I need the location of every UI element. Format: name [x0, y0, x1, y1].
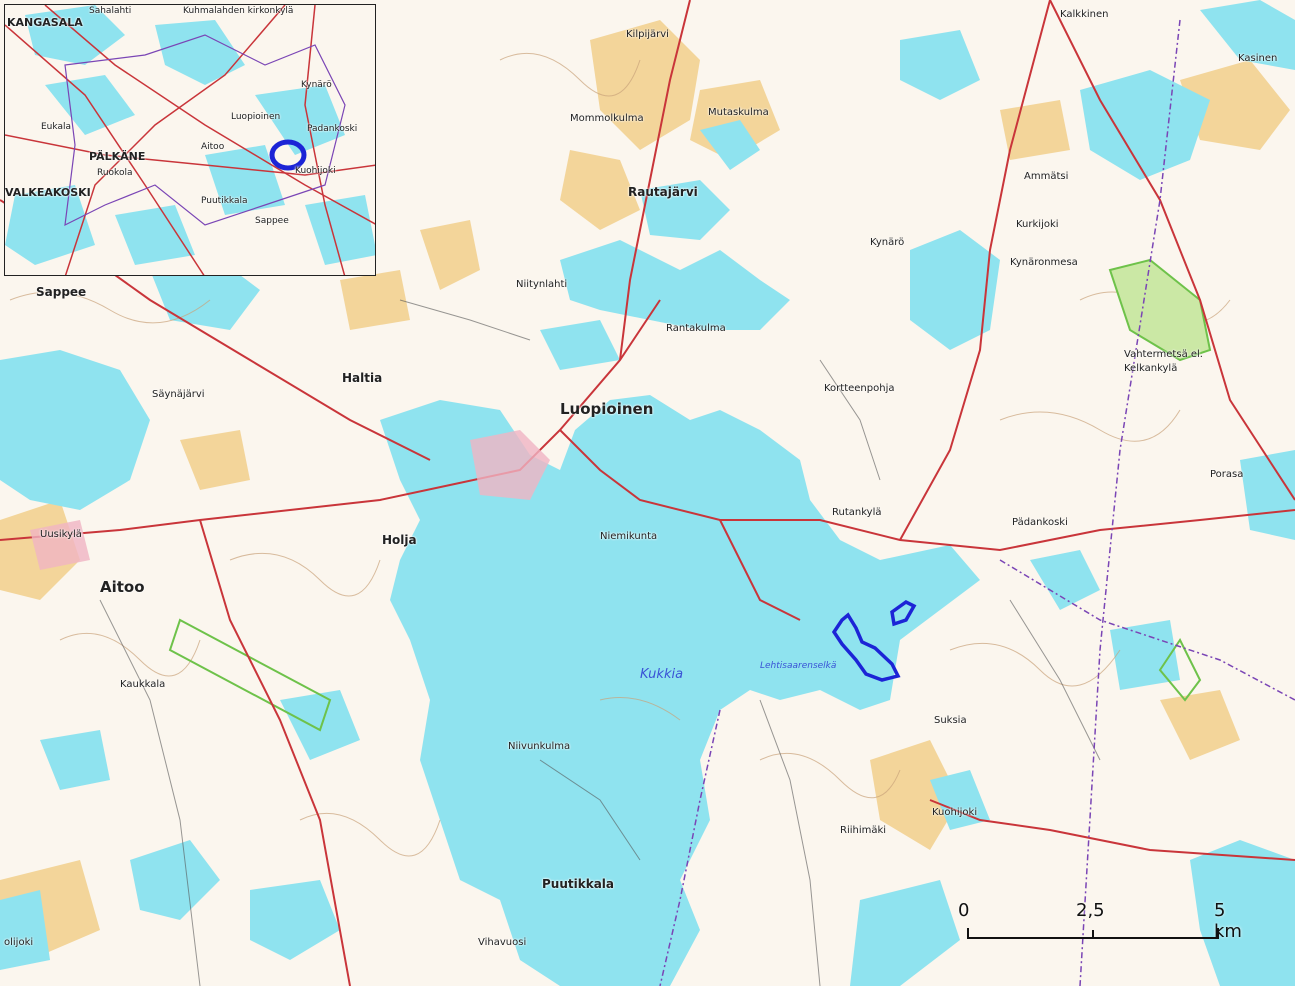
- label-padankoski: Pädankoski: [1012, 517, 1068, 528]
- inset-label-puutikkala: Puutikkala: [201, 196, 248, 206]
- inset-label-luopioinen: Luopioinen: [231, 112, 281, 122]
- label-kuohijoki: Kuohijoki: [932, 807, 978, 818]
- contour-lines: [9, 52, 1231, 857]
- label-niitynlahti: Niitynlahti: [516, 279, 568, 290]
- inset-label-kuohijoki: Kuohijoki: [295, 166, 336, 176]
- label-ammatsi: Ammätsi: [1024, 171, 1069, 182]
- label-aitoo: Aitoo: [100, 578, 145, 596]
- label-kalkkinen: Kalkkinen: [1060, 9, 1109, 20]
- inset-label-aitoo: Aitoo: [201, 142, 225, 152]
- label-suksia: Suksia: [934, 715, 967, 726]
- label-kukkia: Kukkia: [640, 667, 684, 682]
- scale-line: [967, 928, 1219, 939]
- municipal-boundaries: [659, 19, 1295, 986]
- inset-label-kynaro: Kynärö: [301, 80, 332, 90]
- scale-tick-0: 0: [958, 900, 970, 921]
- label-luopioinen: Luopioinen: [560, 400, 654, 418]
- inset-label-kangasala: KANGASALA: [7, 16, 83, 29]
- label-olijoki: olijoki: [4, 937, 34, 948]
- label-uusikyla: Uusikylä: [40, 529, 82, 540]
- label-niemikunta: Niemikunta: [600, 531, 658, 542]
- protected-areas: [168, 258, 1212, 732]
- label-kaukkala: Kaukkala: [120, 679, 166, 690]
- label-rautajarvi: Rautajärvi: [628, 185, 698, 199]
- label-vahtermetsa: Vahtermetsä el.: [1124, 349, 1203, 360]
- label-kasinen: Kasinen: [1238, 53, 1278, 64]
- label-kynaronmesa: Kynäronmesa: [1010, 257, 1078, 268]
- field-areas: [0, 20, 1290, 960]
- town-area-luopioinen: [470, 430, 550, 500]
- inset-label-sappee: Sappee: [255, 216, 289, 226]
- label-mommolkulma: Mommolkulma: [570, 113, 644, 124]
- label-porasa: Porasa: [1210, 469, 1244, 480]
- inset-label-kuhmalahti: Kuhmalahden kirkonkylä: [183, 6, 294, 16]
- inset-label-palkane: PÄLKÄNE: [89, 150, 146, 163]
- label-lehtisaarenselka: Lehtisaarenselkä: [760, 661, 837, 671]
- label-mutaskulma: Mutaskulma: [708, 107, 769, 118]
- inset-label-ruokola: Ruokola: [97, 168, 133, 178]
- label-holja: Holja: [382, 533, 417, 547]
- inset-map-layer: [5, 5, 375, 275]
- scale-tick-end: 5 km: [1214, 900, 1242, 942]
- inset-label-eukala: Eukala: [41, 122, 71, 132]
- scale-bar: 0 2,5 5 km: [958, 900, 1242, 950]
- label-kilpijarvi: Kilpijärvi: [626, 29, 669, 40]
- label-vihavuosi: Vihavuosi: [478, 937, 527, 948]
- label-niivunkulma: Niivunkulma: [508, 741, 571, 752]
- town-area-aitoo: [30, 520, 90, 570]
- study-area[interactable]: [831, 599, 917, 682]
- label-haltia: Haltia: [342, 371, 383, 385]
- inset-location-marker: [269, 139, 307, 171]
- label-sappee: Sappee: [36, 285, 87, 299]
- inset-label-padankoski: Padankoski: [307, 124, 358, 134]
- inset-label-sahalahti: Sahalahti: [89, 6, 132, 16]
- label-kurkijoki: Kurkijoki: [1016, 219, 1059, 230]
- minor-roads: [99, 299, 1101, 986]
- overview-inset-map: KANGASALA PÄLKÄNE Aitoo Luopioinen Padan…: [4, 4, 376, 276]
- label-rantakulma: Rantakulma: [666, 323, 726, 334]
- scale-tick-mid: 2,5: [1076, 900, 1105, 921]
- label-rutankyla: Rutankylä: [832, 507, 882, 518]
- label-puutikkala: Puutikkala: [542, 877, 614, 891]
- label-kortteenpohja: Kortteenpohja: [824, 383, 895, 394]
- label-saynajarvi: Säynäjärvi: [152, 389, 205, 400]
- label-kynaro: Kynärö: [870, 237, 905, 248]
- label-kelkankyla: Kelkankylä: [1124, 363, 1178, 374]
- inset-label-valkeakoski: VALKEAKOSKI: [5, 186, 91, 199]
- label-riihimaki: Riihimäki: [840, 825, 887, 836]
